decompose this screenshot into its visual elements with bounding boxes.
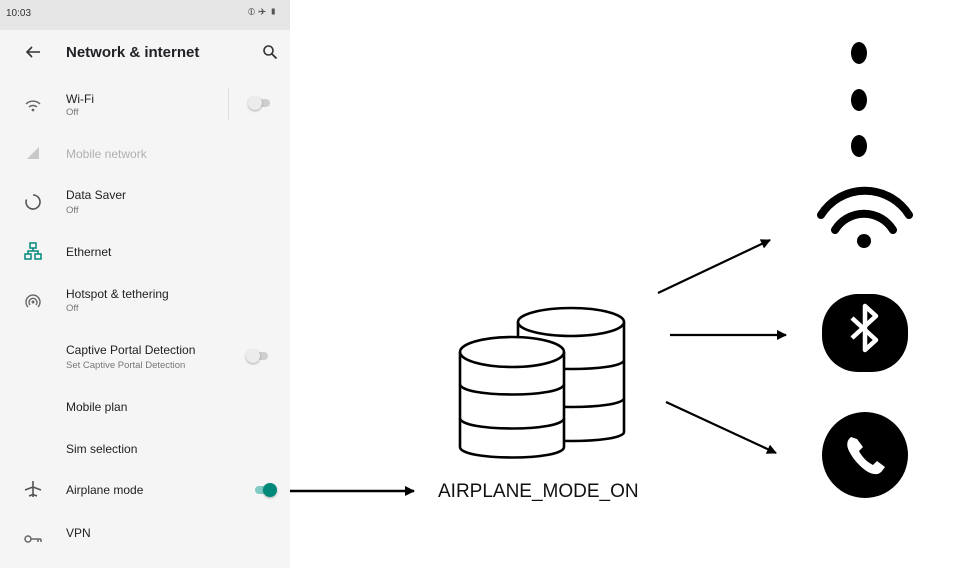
- wifi-item[interactable]: Wi-Fi Off: [0, 82, 290, 126]
- bluetooth-icon: [822, 294, 908, 372]
- mobile-network-item: Mobile network: [0, 131, 290, 175]
- captive-portal-title: Captive Portal Detection: [66, 343, 196, 357]
- more-vertical-icon: [851, 42, 867, 157]
- search-icon[interactable]: [262, 44, 278, 60]
- data-saver-summary: Off: [66, 205, 79, 216]
- hotspot-summary: Off: [66, 303, 79, 314]
- diagram-canvas: [290, 42, 913, 498]
- hotspot-item[interactable]: Hotspot & tethering Off: [0, 278, 290, 322]
- wifi-toggle[interactable]: [248, 96, 272, 110]
- sim-selection-item[interactable]: Sim selection: [0, 426, 290, 470]
- airplane-mode-toggle-thumb: [263, 483, 277, 497]
- arrow-to-phone: [665, 401, 777, 454]
- sim-selection-title: Sim selection: [66, 442, 138, 456]
- data-saver-item[interactable]: Data Saver Off: [0, 180, 290, 224]
- vibrate-icon: ⦶: [247, 7, 259, 18]
- back-arrow-icon[interactable]: [24, 43, 42, 61]
- status-bar: 10:03 ⦶✈▮: [0, 0, 290, 30]
- database-icon: [458, 306, 626, 462]
- captive-portal-toggle[interactable]: [246, 349, 270, 363]
- wifi-icon: [817, 186, 913, 234]
- arrow-to-wifi: [657, 239, 771, 294]
- airplane-mode-toggle[interactable]: [253, 483, 277, 497]
- mobile-plan-item[interactable]: Mobile plan: [0, 384, 290, 428]
- page-title: Network & internet: [66, 44, 200, 61]
- wifi-toggle-thumb: [248, 96, 262, 110]
- captive-portal-toggle-thumb: [246, 349, 260, 363]
- wifi-title: Wi-Fi: [66, 92, 94, 106]
- divider: [228, 88, 229, 120]
- signal-icon: [27, 147, 39, 159]
- vpn-key-icon: [24, 535, 42, 543]
- airplane-mode-title: Airplane mode: [66, 483, 144, 497]
- captive-portal-item[interactable]: Captive Portal Detection Set Captive Por…: [0, 334, 290, 378]
- airplane-mode-item[interactable]: Airplane mode: [0, 467, 290, 511]
- phone-icon: [822, 412, 908, 498]
- status-time: 10:03: [6, 8, 32, 19]
- vpn-item[interactable]: VPN: [0, 512, 290, 556]
- battery-icon: ▮: [269, 7, 280, 18]
- vpn-title: VPN: [66, 526, 91, 540]
- airplane-icon: ✈: [258, 7, 269, 18]
- broadcast-label: AIRPLANE_MODE_ON: [438, 481, 639, 502]
- hotspot-title: Hotspot & tethering: [66, 287, 169, 301]
- settings-screen: 10:03 ⦶✈▮ Network & internet Wi-Fi Off: [0, 0, 290, 568]
- ethernet-icon: [24, 242, 42, 260]
- ethernet-title: Ethernet: [66, 245, 112, 259]
- wifi-icon: [25, 100, 41, 112]
- wifi-summary: Off: [66, 107, 79, 118]
- data-saver-icon: [25, 194, 41, 210]
- captive-portal-summary: Set Captive Portal Detection: [66, 360, 186, 371]
- status-icons: ⦶✈▮: [248, 7, 280, 18]
- mobile-plan-title: Mobile plan: [66, 400, 128, 414]
- mobile-network-title: Mobile network: [66, 147, 147, 161]
- broadcast-diagram: AIRPLANE_MODE_ON: [290, 0, 957, 568]
- data-saver-title: Data Saver: [66, 188, 127, 202]
- toolbar: Network & internet: [0, 30, 290, 78]
- hotspot-icon: [25, 294, 41, 308]
- airplane-icon: [24, 481, 42, 497]
- wifi-dot: [857, 234, 871, 248]
- ethernet-item[interactable]: Ethernet: [0, 229, 290, 273]
